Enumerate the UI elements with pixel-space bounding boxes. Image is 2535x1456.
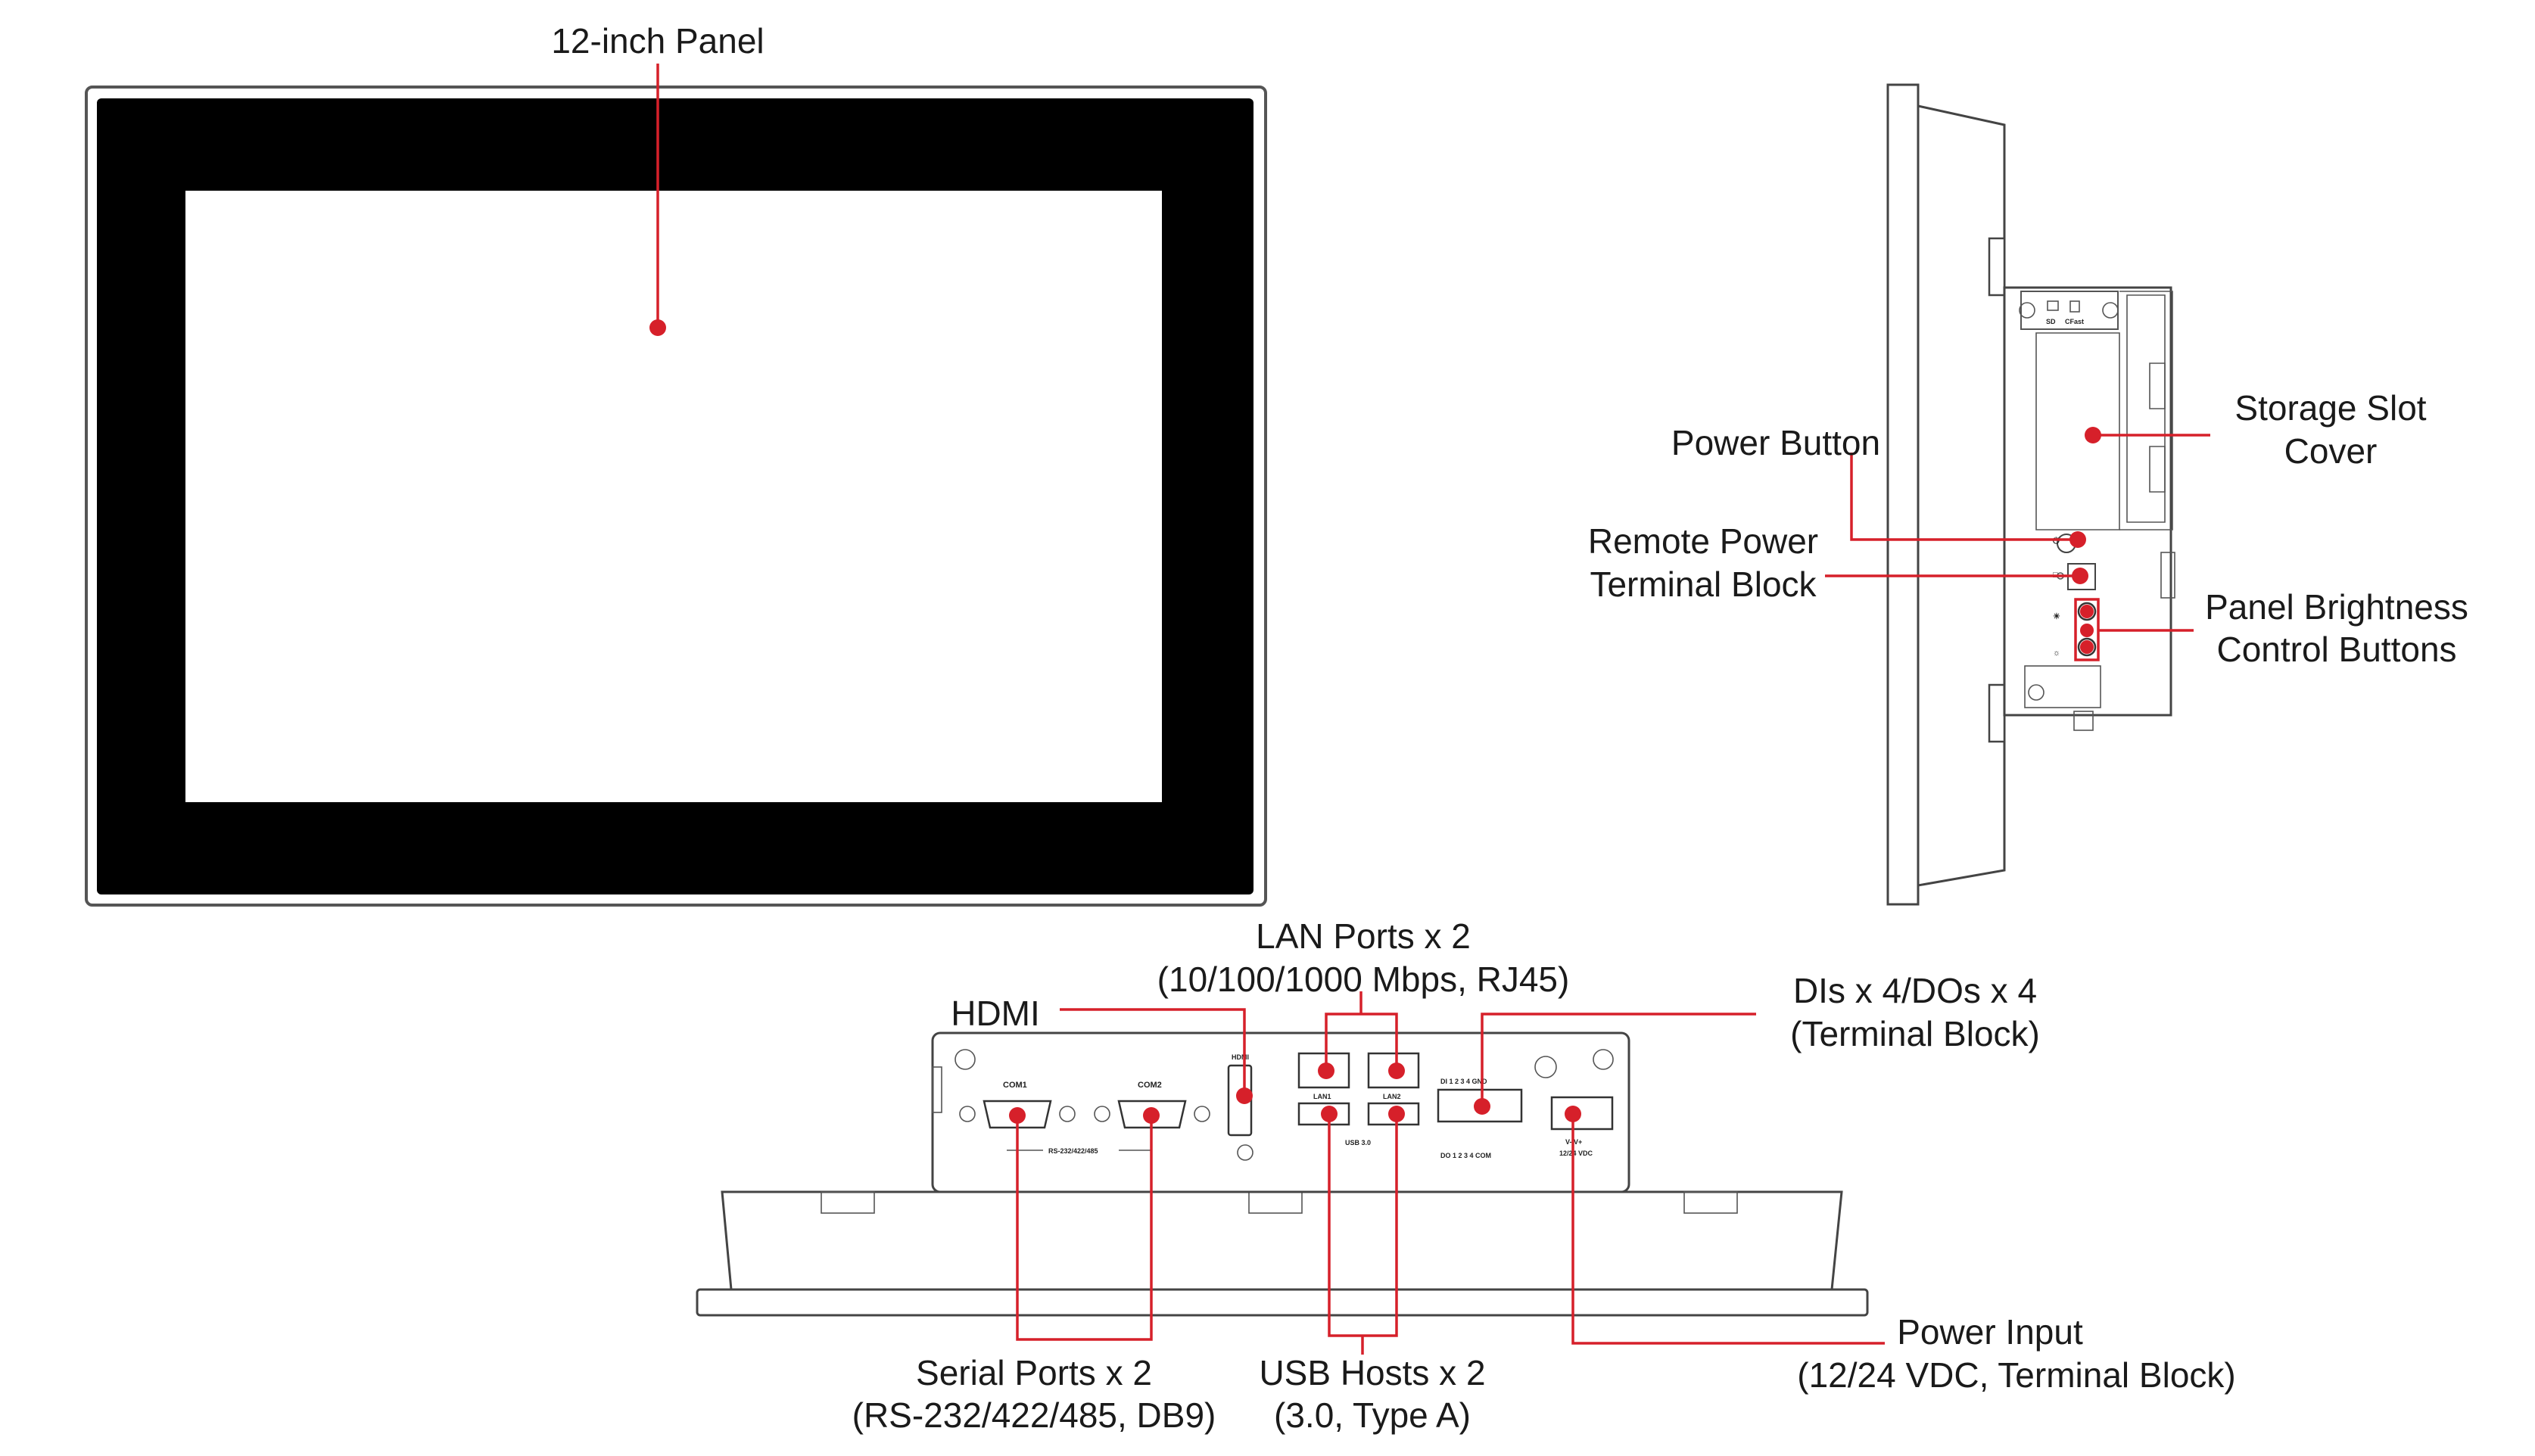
usb-label-1: USB Hosts x 2 — [1259, 1353, 1485, 1392]
brightness-label-1: Panel Brightness — [2205, 587, 2468, 627]
lan2-label: LAN2 — [1383, 1093, 1401, 1100]
vdc-label: 12/24 VDC — [1559, 1150, 1593, 1157]
serial-label-2: (RS-232/422/485, DB9) — [852, 1395, 1216, 1435]
storage-label-2: Cover — [2284, 431, 2378, 471]
cfast-label: CFast — [2065, 318, 2084, 325]
power-input-label-1: Power Input — [1897, 1312, 2083, 1352]
lan-label-2: (10/100/1000 Mbps, RJ45) — [1157, 960, 1570, 999]
dio-label-1: DIs x 4/DOs x 4 — [1793, 971, 2037, 1010]
storage-label-1: Storage Slot — [2234, 388, 2426, 428]
power-input-label-2: (12/24 VDC, Terminal Block) — [1797, 1355, 2235, 1395]
panel-screen — [185, 191, 1162, 802]
lan-label-1: LAN Ports x 2 — [1256, 916, 1471, 956]
bottom-view: COM1 COM2 RS-232/422/485 HDMI LAN1 LAN2 … — [696, 1031, 1869, 1317]
hdmi-label: HDMI — [951, 994, 1040, 1033]
brightness-label-2: Control Buttons — [2216, 630, 2456, 669]
remote-label-2: Terminal Block — [1590, 565, 1817, 604]
panel-label: 12-inch Panel — [551, 21, 764, 61]
callout-labels: 12-inch Panel Storage Slot Cover Power B… — [551, 21, 2468, 1435]
sd-label: SD — [2046, 318, 2056, 325]
usb-label-2: (3.0, Type A) — [1274, 1395, 1471, 1435]
usb-device-label: USB 3.0 — [1345, 1139, 1371, 1146]
remote-label-1: Remote Power — [1588, 521, 1818, 561]
serial-label-1: Serial Ports x 2 — [916, 1353, 1152, 1392]
com1-label: COM1 — [1003, 1081, 1027, 1090]
hdmi-device-label: HDMI — [1232, 1053, 1249, 1061]
do-row-label: DO 1 2 3 4 COM — [1440, 1152, 1491, 1159]
com2-label: COM2 — [1138, 1081, 1162, 1090]
callout-leaders — [649, 64, 2210, 1355]
side-view: SD CFast □ ⏻ ☀ ☼ — [1886, 83, 2175, 906]
svg-text:☀: ☀ — [2053, 612, 2060, 621]
power-button-label: Power Button — [1671, 423, 1880, 462]
di-row-label: DI 1 2 3 4 GND — [1440, 1078, 1487, 1085]
dio-label-2: (Terminal Block) — [1790, 1014, 2040, 1053]
front-panel — [85, 86, 1267, 907]
lan1-label: LAN1 — [1313, 1093, 1331, 1100]
svg-text:☼: ☼ — [2053, 649, 2060, 658]
rs-label: RS-232/422/485 — [1048, 1147, 1098, 1155]
